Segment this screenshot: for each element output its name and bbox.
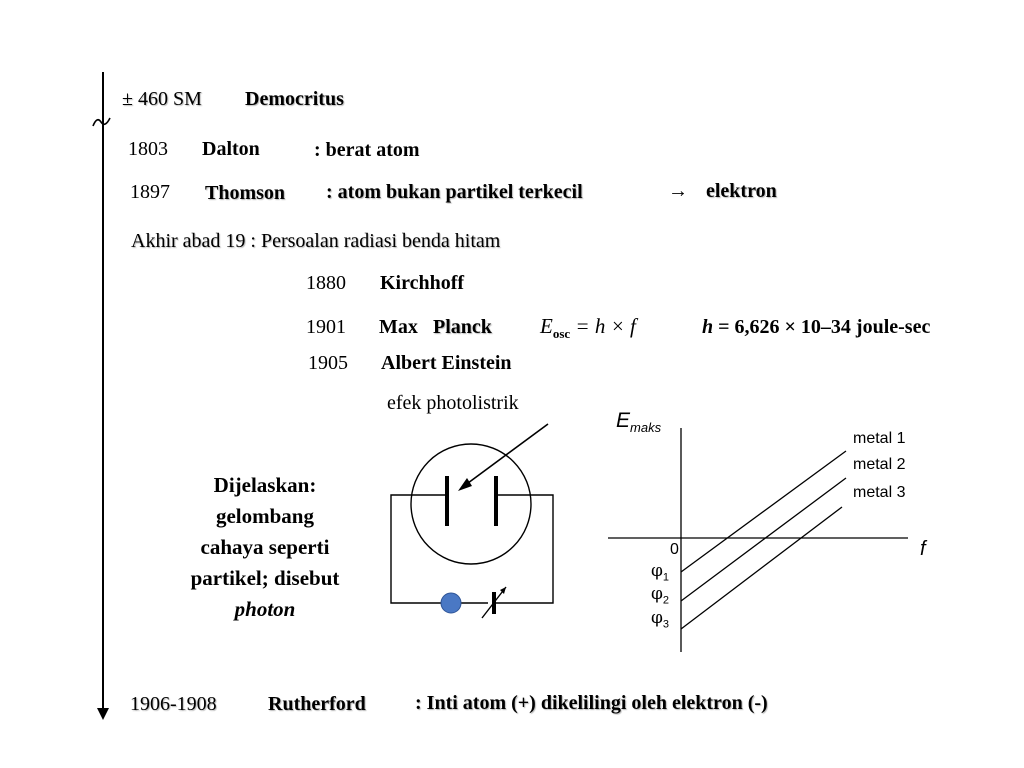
graph-origin: 0 (670, 541, 679, 558)
graph-x-label: f (920, 538, 926, 560)
variable-arrow (481, 586, 507, 619)
h-value: = 6,626 × 10–34 joule-sec (713, 316, 931, 338)
ammeter-lamp (440, 592, 462, 614)
graph-y-label-sub: maks (630, 420, 662, 436)
phi-3-label: φ3 (651, 608, 669, 630)
thomson-result: elektron (706, 180, 777, 202)
rutherford-year: 1906-1908 (130, 693, 217, 715)
kirchhoff-year: 1880 (306, 272, 346, 294)
planck-name: Planck (433, 316, 492, 338)
photocell-circuit (390, 423, 554, 619)
einstein-name: Albert Einstein (381, 352, 512, 374)
metal-2-label: metal 2 (853, 456, 906, 473)
metal-1-line (680, 450, 847, 573)
rutherford-name: Rutherford (268, 693, 366, 715)
h-symbol: h (702, 316, 714, 338)
metal-3-label: metal 3 (853, 484, 906, 501)
phi-1-label: φ1 (651, 561, 669, 583)
einstein-year: 1905 (308, 352, 348, 374)
dalton-note: : berat atom (314, 139, 420, 161)
formula-rhs: = h × f (570, 314, 636, 338)
circuit-wire-left (390, 494, 447, 604)
formula-sub: osc (552, 326, 571, 342)
explanation-line-1: Dijelaskan: (213, 473, 317, 497)
explanation-line-3: cahaya seperti (200, 535, 330, 559)
light-arrowhead-icon (458, 478, 472, 491)
photon-explanation: Dijelaskan: gelombang cahaya seperti par… (160, 470, 370, 625)
democritus-name: Democritus (245, 88, 344, 110)
graph-y-label-E: E (616, 409, 631, 432)
kirchhoff-name: Kirchhoff (380, 272, 465, 294)
phi-1-sub: 1 (662, 571, 670, 584)
photocell-tube (410, 443, 532, 565)
timeline-arrowhead (97, 708, 109, 720)
explanation-photon: photon (234, 597, 296, 621)
dalton-name: Dalton (202, 138, 260, 160)
phi-3-sub: 3 (662, 618, 670, 631)
planck-prefix: Max (379, 316, 418, 338)
circuit-wire-right (496, 494, 554, 604)
planck-year: 1901 (306, 316, 346, 338)
phi-2-label: φ2 (651, 584, 669, 606)
graph-y-label: Emaks (616, 410, 661, 434)
thomson-year: 1897 (130, 181, 170, 203)
phi-1-symbol: φ (651, 561, 663, 581)
blackbody-label: Akhir abad 19 : Persoalan radiasi benda … (131, 230, 501, 252)
phi-2-sub: 2 (662, 594, 670, 607)
metal-2-line (680, 477, 847, 602)
democritus-year: ± 460 SM (122, 88, 202, 110)
right-arrow-icon: → (668, 180, 688, 202)
dalton-year: 1803 (128, 138, 168, 160)
thomson-name: Thomson (205, 182, 286, 204)
explanation-line-4: partikel; disebut (190, 566, 340, 590)
timeline-tilde (92, 117, 111, 127)
emax-graph (608, 428, 908, 652)
metal-1-label: metal 1 (853, 430, 906, 447)
phi-3-symbol: φ (651, 608, 663, 628)
h-constant: h = 6,626 × 10–34 joule-sec (702, 316, 930, 339)
photoelectric-label: efek photolistrik (387, 392, 519, 414)
metal-3-line (680, 506, 843, 630)
rutherford-note: : Inti atom (+) dikelilingi oleh elektro… (415, 692, 768, 714)
thomson-note: : atom bukan partikel terkecil (326, 181, 583, 203)
formula-E: E (540, 314, 553, 338)
phi-2-symbol: φ (651, 584, 663, 604)
light-arrow (463, 423, 549, 487)
variable-arrowhead-icon (500, 587, 506, 594)
planck-formula: Eosc = h × f (540, 314, 636, 342)
explanation-line-2: gelombang (215, 504, 314, 528)
